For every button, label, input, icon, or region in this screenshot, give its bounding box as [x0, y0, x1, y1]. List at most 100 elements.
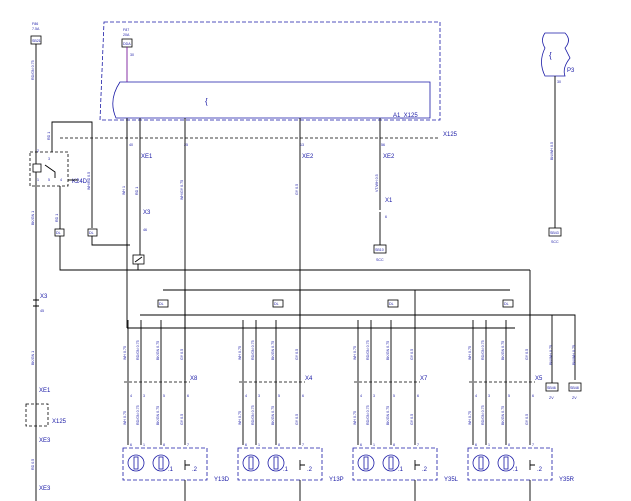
- module-wire-code-lower: GY 0.5: [410, 414, 414, 425]
- connector-x1: X1: [385, 198, 393, 204]
- relay-wire-code-side: WH/RD 0.5: [87, 172, 91, 190]
- module-box: [467, 447, 553, 481]
- top-fuse-id: F87: [123, 28, 129, 32]
- module-lower-pin: 7: [417, 443, 419, 447]
- dl-box-bus-4-label: DL: [504, 302, 509, 306]
- module-wire-code: BK/GN 0.75: [501, 341, 505, 360]
- module-wire-code-lower: RD/GN 0.75: [136, 405, 140, 425]
- top-fuse-pin: 30: [130, 53, 134, 57]
- module-wire-code: GY 0.5: [295, 349, 299, 360]
- module-pin: 6: [302, 394, 304, 398]
- relay-k24d: [29, 151, 69, 187]
- relay-to-x3-wire: [91, 236, 130, 246]
- module-lower-pin: 6: [360, 443, 362, 447]
- module-pin: 3: [143, 394, 145, 398]
- solenoid-core: [388, 456, 394, 470]
- x3-switch-stroke: [134, 256, 143, 263]
- harness-wave-symbol: {: [205, 97, 208, 106]
- module-wire-code: WH 0.75: [353, 346, 357, 360]
- module-box: [352, 447, 438, 481]
- module-wire-code: BK/GN 0.75: [271, 341, 275, 360]
- connector-xe1-bottom: XE1: [39, 388, 51, 394]
- module-wire-code: RD/GN 0.75: [366, 340, 370, 360]
- module-connector-label: X5: [535, 376, 543, 382]
- module-wire-code-lower: WH 0.75: [468, 411, 472, 425]
- module-lower-pin: 6: [475, 443, 477, 447]
- wire-code-x1: VT/WH 0.5: [375, 174, 379, 192]
- module-wire-code-lower: BK/GN 0.75: [271, 406, 275, 425]
- module-wire-code: WH 0.75: [123, 346, 127, 360]
- solenoid-core: [503, 456, 509, 470]
- module-wire-code-lower: GY 0.5: [180, 414, 184, 425]
- connector-xe3-top: XE3: [39, 438, 51, 444]
- dl-box-bus-2: DL: [272, 299, 284, 308]
- module-p1: .1: [168, 467, 174, 473]
- harness-label: A1_X125: [393, 113, 418, 119]
- module-wire-code: BK/GN 0.75: [386, 341, 390, 360]
- module-pin: 5: [393, 394, 395, 398]
- left-fuse-box-label: SB21: [32, 39, 41, 43]
- dl-box-bus-3: DL: [387, 299, 399, 308]
- module-pin: 4: [245, 394, 247, 398]
- relay-pin-2: 2: [37, 149, 39, 153]
- relay-pin-4: 4: [60, 178, 62, 182]
- connector-x3-left: X3: [40, 294, 48, 300]
- wire-code-gy: GY 0.5: [295, 184, 299, 195]
- p3-wave-symbol: {: [549, 51, 552, 60]
- dl-box-bus-1: DL: [157, 299, 169, 308]
- x125-connector-box: [25, 403, 49, 427]
- module-wire-code: RD/GN 0.75: [481, 340, 485, 360]
- module-pin: 3: [258, 394, 260, 398]
- solenoid-core: [133, 456, 139, 470]
- module-pin: 5: [278, 394, 280, 398]
- ground-box-label: SB46: [547, 386, 556, 390]
- dl-box-bus-2-label: DL: [274, 302, 279, 306]
- module-lower-pin: 1: [143, 443, 145, 447]
- solenoid-coil: [152, 454, 170, 472]
- module-connector-label: X8: [190, 376, 198, 382]
- module-lower-pin: 6: [130, 443, 132, 447]
- relay-wire-code-mid: RD 1: [55, 214, 59, 222]
- dl-box-relay-left-label: DL: [56, 231, 61, 235]
- relay-pin-5: 5: [48, 178, 50, 182]
- module-pin: 6: [187, 394, 189, 398]
- relay-wire-top: [51, 121, 93, 228]
- module-pin: 4: [360, 394, 362, 398]
- left-fuse-rating: 7.5A: [32, 27, 40, 31]
- module-pin: 3: [488, 394, 490, 398]
- solenoid-coil: [497, 454, 515, 472]
- module-wire-code: WH 0.75: [238, 346, 242, 360]
- pin-6-x1: 6: [385, 215, 387, 219]
- module-p2: .2: [422, 467, 428, 473]
- ground-wire-code: BN/WH 0.75: [572, 345, 576, 365]
- harness-outline: [99, 21, 441, 121]
- pin-25: 25: [184, 143, 188, 147]
- solenoid-coil: [382, 454, 400, 472]
- module-wire-code: GY 0.5: [525, 349, 529, 360]
- module-p2: .2: [192, 467, 198, 473]
- module-wire-code: GY 0.5: [410, 349, 414, 360]
- harness-inner-outline: [112, 81, 431, 119]
- module-connector-label: X7: [420, 376, 428, 382]
- ground-box-label: SB48: [570, 386, 579, 390]
- solenoid-core: [273, 456, 279, 470]
- module-pin: 4: [475, 394, 477, 398]
- pin-46: 46: [143, 228, 147, 232]
- module-pin: 4: [130, 394, 132, 398]
- relay-label: K24D: [72, 179, 88, 185]
- dl-box-bus-3-label: DL: [389, 302, 394, 306]
- module-p1: .1: [513, 467, 519, 473]
- left-fuse-wire-code: RD/GN 0.75: [31, 60, 35, 80]
- x3-left-mark: [33, 299, 39, 307]
- module-pin: 5: [508, 394, 510, 398]
- module-box: [122, 447, 208, 481]
- bus-line-lower: [140, 314, 576, 380]
- top-fuse-rating: 20A: [123, 33, 130, 37]
- module-wire-code-lower: RD/GN 0.75: [366, 405, 370, 425]
- module-wire-code-lower: WH 0.75: [123, 411, 127, 425]
- module-lower-pin: 7: [302, 443, 304, 447]
- wire-code-mid: WH/GY 0.75: [180, 180, 184, 200]
- dl-box-bus-1-label: DL: [159, 302, 164, 306]
